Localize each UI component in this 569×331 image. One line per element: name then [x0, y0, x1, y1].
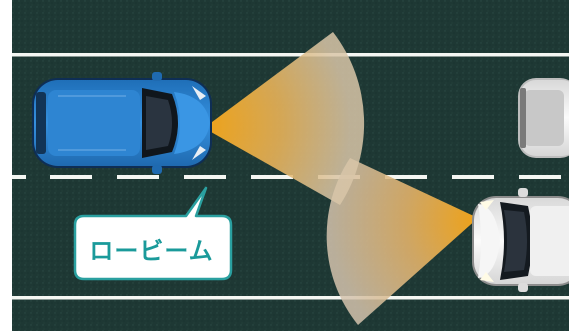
oncoming-car: [472, 188, 569, 292]
top-lane-line: [12, 53, 569, 57]
own-car: [32, 72, 212, 174]
bottom-lane-line: [12, 296, 569, 300]
parked-car: [518, 78, 569, 158]
callout-label: ロービーム: [74, 219, 229, 278]
